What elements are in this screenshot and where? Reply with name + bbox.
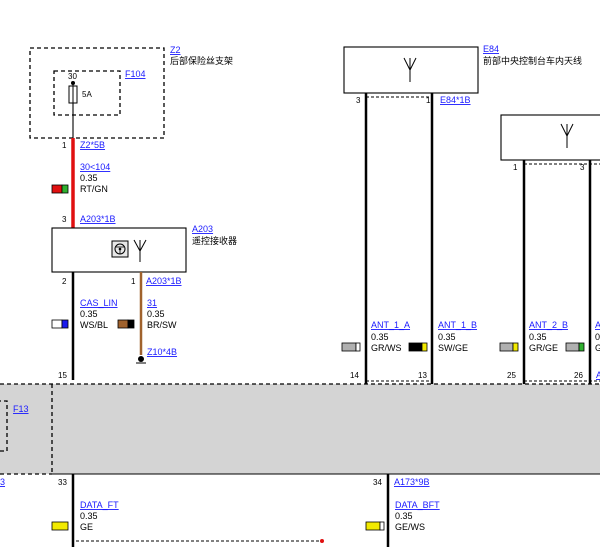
z2-fuse-carrier-box[interactable] <box>29 47 165 139</box>
z10-ground-link[interactable]: Z10*4B <box>147 347 177 357</box>
ecu-pin-25: 25 <box>507 371 516 380</box>
ecu-pin-15: 15 <box>58 371 67 380</box>
wire-31-size: 0.35 <box>147 309 165 319</box>
ecu-pin-26: 26 <box>574 371 583 380</box>
wire-ant-1-a-signal-link[interactable]: ANT_1_A <box>371 320 410 330</box>
ecu-inner-module-box[interactable] <box>0 400 8 452</box>
antenna-icon <box>560 123 574 148</box>
wire-ant-1-a-color: GR/WS <box>371 343 402 353</box>
wire-data-bft-size: 0.35 <box>395 511 413 521</box>
wire-31-signal-link[interactable]: 31 <box>147 298 157 308</box>
a203-pin-2: 2 <box>62 277 67 286</box>
e84-antenna-box[interactable] <box>343 46 479 94</box>
wire-ant-2-a-color: G <box>595 343 600 353</box>
wire-30-color-swatch <box>51 184 69 194</box>
a203-bottom-connector-link[interactable]: A203*1B <box>146 276 182 286</box>
wire-ant-2-a-size: 0 <box>595 332 600 342</box>
wire-31-color: BR/SW <box>147 320 177 330</box>
antenna-2-pin-3: 3 <box>580 163 585 172</box>
e84-connector-link[interactable]: E84*1B <box>440 95 471 105</box>
f104-fuse-box[interactable] <box>53 70 121 116</box>
ecu-control-unit-box[interactable] <box>0 384 600 474</box>
wire-data-bft-signal-link[interactable]: DATA_BFT <box>395 500 440 510</box>
wire-ant-1-a-color-swatch <box>341 342 361 352</box>
wire-ant-2-a-signal-link[interactable]: A <box>595 320 600 330</box>
a203-description: 遥控接收器 <box>192 235 237 246</box>
antenna-2-pin-1: 1 <box>513 163 518 172</box>
wire-31-color-swatch <box>117 319 135 329</box>
antenna-icon <box>403 57 417 82</box>
wire-data-ft-signal-link[interactable]: DATA_FT <box>80 500 119 510</box>
wire-ant-2-b-signal-link[interactable]: ANT_2_B <box>529 320 568 330</box>
wire-cas-size: 0.35 <box>80 309 98 319</box>
ground-icon <box>136 356 146 364</box>
z2-id-link[interactable]: Z2 <box>170 45 181 55</box>
a203-top-connector-link[interactable]: A203*1B <box>80 214 116 224</box>
wire-ant-1-b-size: 0.35 <box>438 332 456 342</box>
wire-ant-1-b-color: SW/GE <box>438 343 468 353</box>
wire-cas-signal-link[interactable]: CAS_LIN <box>80 298 118 308</box>
edge-label-3[interactable]: 3 <box>0 477 5 487</box>
wire-data-bft-color-swatch <box>365 521 385 531</box>
e84-description: 前部中央控制台车内天线 <box>483 55 582 66</box>
f104-id-link[interactable]: F104 <box>125 69 146 79</box>
f13-id-link[interactable]: F13 <box>13 404 29 414</box>
wire-data-bft-color: GE/WS <box>395 522 425 532</box>
f104-rating: 5A <box>82 90 92 99</box>
antenna-2-box[interactable] <box>500 114 600 161</box>
a203-receiver-box[interactable] <box>51 227 187 273</box>
wire-cas-color-swatch <box>51 319 69 329</box>
wire-30-signal-link[interactable]: 30<104 <box>80 162 110 172</box>
wire-30-size: 0.35 <box>80 173 98 183</box>
a203-pin-3: 3 <box>62 215 67 224</box>
wire-data-ft-size: 0.35 <box>80 511 98 521</box>
z2-pin-1: 1 <box>62 141 67 150</box>
steering-wheel-icon <box>111 240 129 258</box>
wire-ant-2-b-size: 0.35 <box>529 332 547 342</box>
wire-cas-color: WS/BL <box>80 320 108 330</box>
wire-ant-1-b-color-swatch <box>408 342 428 352</box>
ecu-b2-connector-link[interactable]: A173*9B <box>394 477 430 487</box>
f104-pin-30: 30 <box>68 72 77 81</box>
ecu-pin-14: 14 <box>350 371 359 380</box>
a203-pin-1: 1 <box>131 277 136 286</box>
wire-ant-1-a-size: 0.35 <box>371 332 389 342</box>
edge-label-a[interactable]: A <box>596 370 600 380</box>
twisted-pair-marker <box>320 539 324 543</box>
wire-ant-2-a-color-swatch <box>565 342 585 352</box>
wire-data-ft-color: GE <box>80 522 93 532</box>
wire-ant-2-b-color-swatch <box>499 342 519 352</box>
z2-description: 后部保险丝支架 <box>170 55 233 66</box>
e84-id-link[interactable]: E84 <box>483 44 499 54</box>
ecu-pin-13: 13 <box>418 371 427 380</box>
e84-pin-3: 3 <box>356 96 361 105</box>
antenna-icon <box>133 239 147 262</box>
wire-30-color: RT/GN <box>80 184 108 194</box>
wire-ant-1-b-signal-link[interactable]: ANT_1_B <box>438 320 477 330</box>
f104-terminal-dot <box>71 81 75 85</box>
a203-id-link[interactable]: A203 <box>192 224 213 234</box>
ecu-pin-34: 34 <box>373 478 382 487</box>
e84-pin-1: 1 <box>426 96 431 105</box>
z2-connector-link[interactable]: Z2*5B <box>80 140 105 150</box>
wire-ant-2-b-color: GR/GE <box>529 343 558 353</box>
ecu-pin-33: 33 <box>58 478 67 487</box>
wire-data-ft-color-swatch <box>51 521 69 531</box>
